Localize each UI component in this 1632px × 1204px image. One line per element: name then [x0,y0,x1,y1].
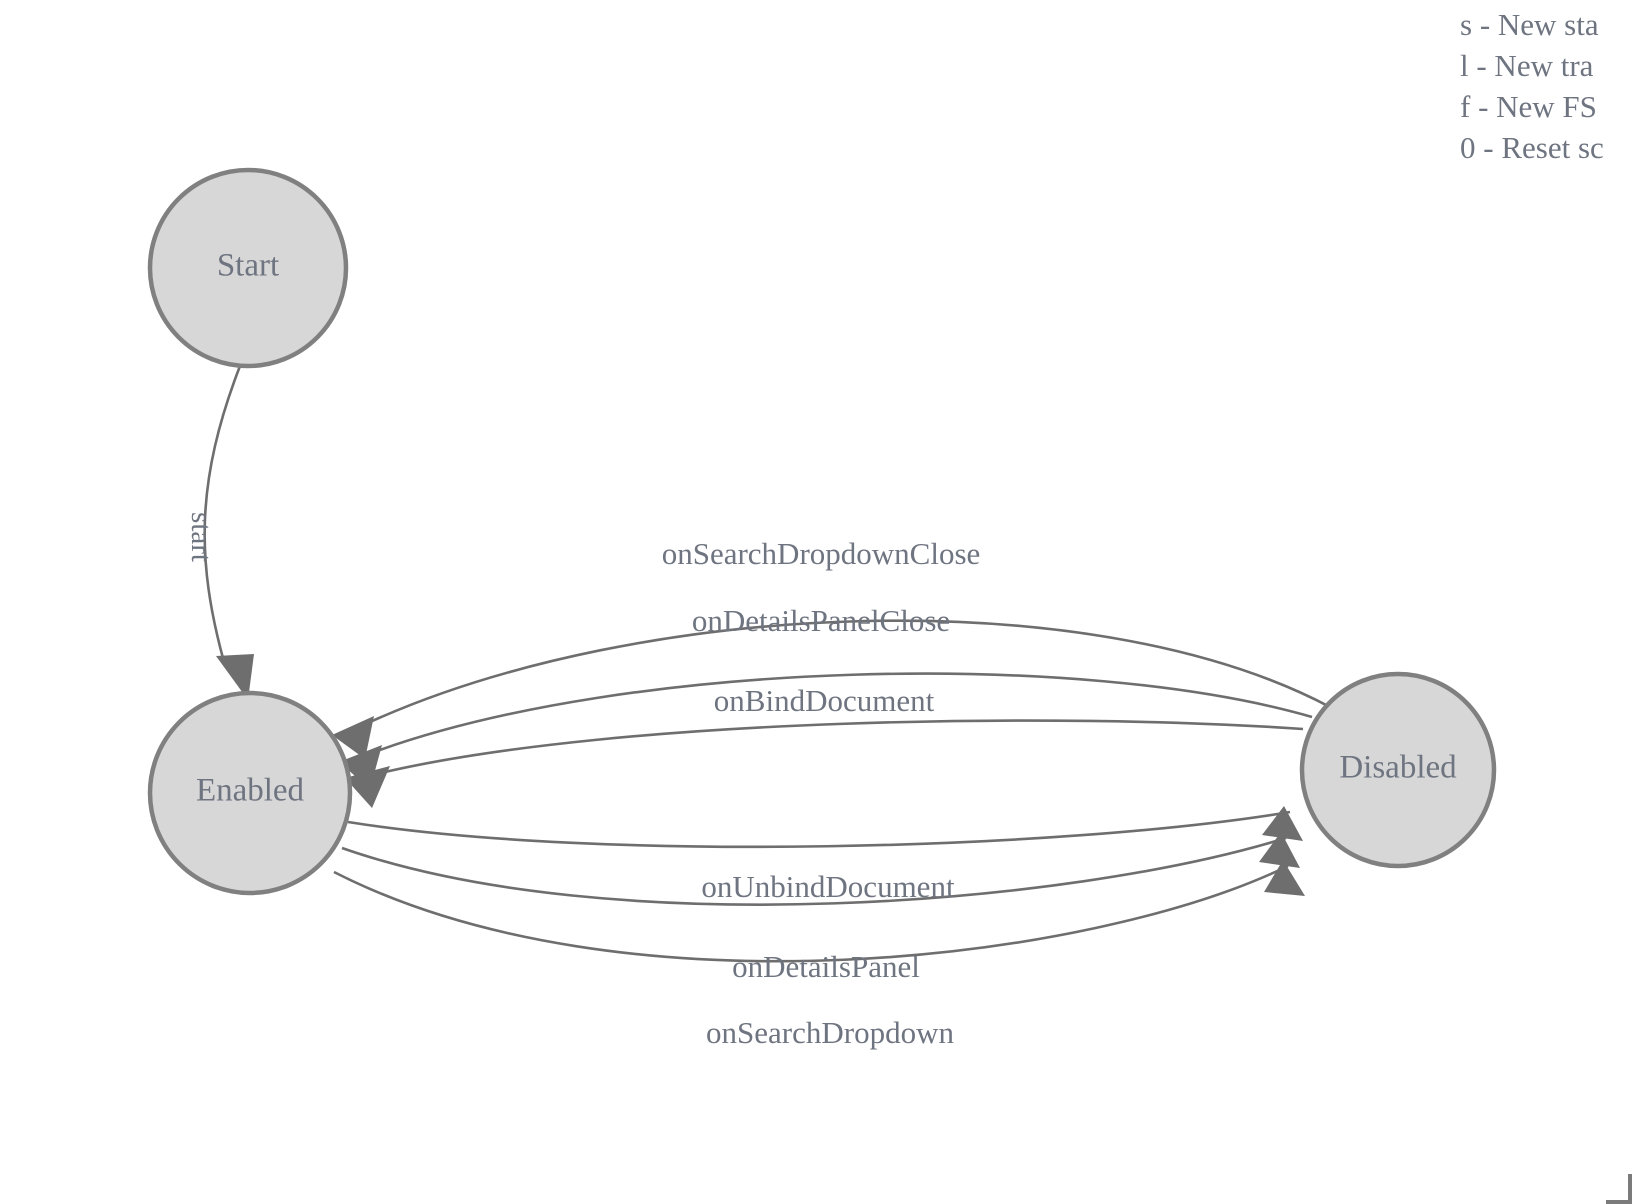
edge-group-enabled-to-disabled [333,806,1305,963]
edge-path-on-details-panel[interactable] [341,836,1287,906]
edge-label-on-bind-document: onBindDocument [714,683,935,718]
edge-label-on-search-dropdown-close: onSearchDropdownClose [662,536,981,571]
edge-group-disabled-to-enabled [332,619,1331,808]
edge-path-on-search-dropdown[interactable] [333,864,1289,963]
arrowhead-on-search-dropdown-close [332,716,374,759]
node-enabled-label: Enabled [196,773,305,809]
arrowhead-start [216,654,254,700]
shortcut-new-state: s - New sta [1460,7,1599,42]
edge-group-start-to-enabled [203,365,254,700]
edge-label-start: start [185,512,217,562]
edge-label-on-details-panel: onDetailsPanel [732,949,920,984]
arrowhead-on-bind-document [345,766,390,808]
edge-path-on-search-dropdown-close[interactable] [369,619,1331,724]
edge-label-on-details-panel-close: onDetailsPanelClose [692,603,950,638]
node-disabled-circle[interactable] [1299,671,1497,869]
node-start-circle[interactable] [147,167,349,369]
node-enabled[interactable]: Enabled [147,690,353,896]
edge-path-on-details-panel-close[interactable] [376,672,1313,753]
edge-path-start[interactable] [203,365,242,663]
arrowhead-on-unbind-document [1262,806,1303,841]
edge-label-on-unbind-document: onUnbindDocument [701,869,955,904]
shortcut-reset-scene: 0 - Reset sc [1460,130,1604,165]
shortcut-new-transition: l - New tra [1460,48,1594,83]
shortcut-new-fsm: f - New FS [1460,89,1597,124]
edge-path-on-unbind-document[interactable] [347,810,1291,849]
resize-corner-handle[interactable] [1606,1174,1632,1204]
node-enabled-circle[interactable] [147,690,353,896]
node-start-label: Start [217,248,279,284]
arrowhead-on-search-dropdown [1264,860,1305,896]
keyboard-shortcuts-panel: s - New sta l - New tra f - New FS 0 - R… [1432,0,1632,168]
node-disabled-label: Disabled [1339,750,1457,786]
node-disabled[interactable]: Disabled [1299,671,1497,869]
edge-path-on-bind-document[interactable] [384,719,1304,774]
arrowhead-on-details-panel [1259,832,1300,868]
edge-label-on-search-dropdown: onSearchDropdown [706,1015,954,1050]
node-start[interactable]: Start [147,167,349,369]
